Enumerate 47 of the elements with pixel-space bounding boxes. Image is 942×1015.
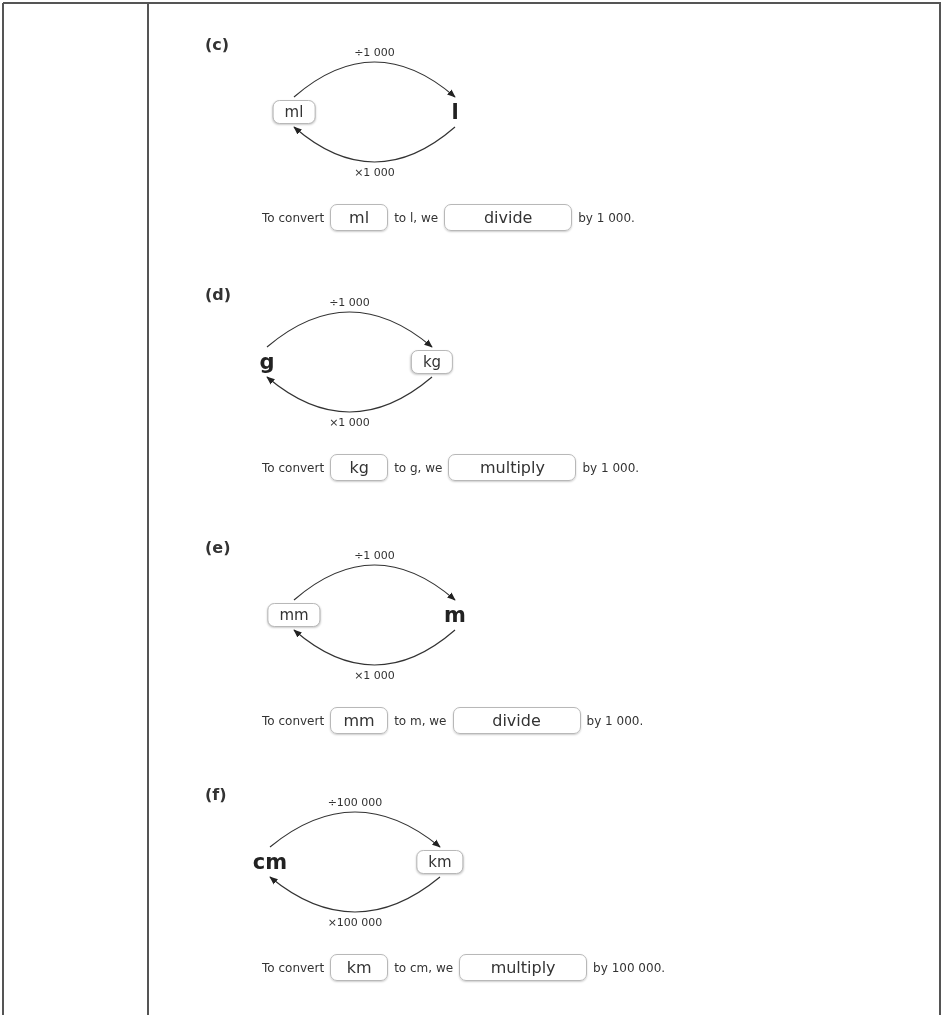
part-letter: (d) bbox=[205, 285, 232, 304]
sentence-text: by 1 000. bbox=[582, 460, 640, 475]
part-letter: (f) bbox=[205, 785, 227, 804]
edge-label: ×1 000 bbox=[352, 165, 397, 179]
sentence-text: by 1 000. bbox=[586, 713, 644, 728]
unit-box: ml bbox=[272, 100, 316, 124]
answer-box: multiply bbox=[448, 454, 577, 481]
unit-box: kg bbox=[410, 350, 454, 374]
sentence-text: To convert bbox=[262, 210, 325, 225]
edge-label: ÷1 000 bbox=[352, 548, 397, 562]
curved-arrow bbox=[269, 876, 441, 913]
sentence-text: To convert bbox=[262, 460, 325, 475]
unit-text: m bbox=[444, 603, 466, 627]
curved-arrow bbox=[293, 61, 456, 98]
edge-label: ÷1 000 bbox=[352, 45, 397, 59]
unit-text: cm bbox=[252, 850, 288, 874]
edge-label: ×1 000 bbox=[352, 668, 397, 682]
sentence-text: by 1 000. bbox=[578, 210, 635, 225]
curved-arrow bbox=[293, 564, 456, 601]
sentence-text: by 100 000. bbox=[593, 960, 666, 975]
sentence-text: To convert bbox=[262, 960, 325, 975]
unit-box: km bbox=[416, 850, 464, 874]
sentence-text: to g, we bbox=[394, 460, 443, 475]
answer-box: divide bbox=[444, 204, 573, 231]
unit-box: mm bbox=[267, 603, 321, 627]
curved-arrow bbox=[266, 311, 433, 348]
sentence-text: to cm, we bbox=[394, 960, 454, 975]
part-letter: (c) bbox=[205, 35, 230, 54]
curved-arrow bbox=[269, 811, 441, 848]
sentence-text: To convert bbox=[262, 713, 325, 728]
unit-text: l bbox=[451, 100, 459, 124]
curved-arrow bbox=[293, 629, 456, 666]
answer-box: kg bbox=[330, 454, 389, 481]
curved-arrow bbox=[293, 126, 456, 163]
part-letter: (e) bbox=[205, 538, 231, 557]
edge-label: ÷1 000 bbox=[327, 295, 372, 309]
curved-arrow bbox=[266, 376, 433, 413]
unit-text: g bbox=[259, 350, 275, 374]
answer-box: divide bbox=[452, 707, 581, 734]
sentence-text: to l, we bbox=[394, 210, 439, 225]
answer-box: multiply bbox=[459, 954, 588, 981]
edge-label: ×1 000 bbox=[327, 415, 372, 429]
answer-box: ml bbox=[330, 204, 389, 231]
answer-box: mm bbox=[330, 707, 389, 734]
answer-box: km bbox=[330, 954, 389, 981]
sentence-text: to m, we bbox=[394, 713, 447, 728]
edge-label: ÷100 000 bbox=[325, 795, 385, 809]
